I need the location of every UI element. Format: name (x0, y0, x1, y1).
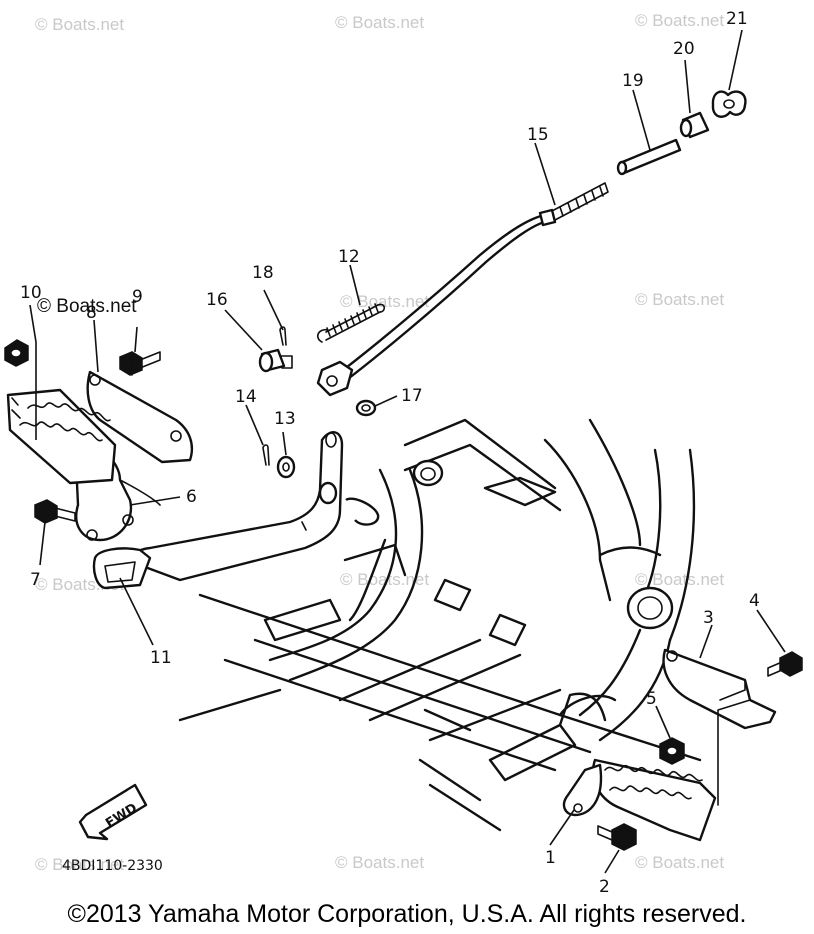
watermark-dark: © Boats.net (37, 296, 137, 317)
nut-10 (4, 339, 29, 367)
watermark-top-right: © Boats.net (635, 11, 724, 30)
callout-9: 9 (132, 287, 143, 307)
callout-16: 16 (206, 290, 228, 310)
brake-rod (328, 182, 609, 390)
callout-4: 4 (749, 591, 760, 611)
joint-part (679, 111, 710, 139)
watermarks: © Boats.net © Boats.net © Boats.net © Bo… (35, 11, 724, 874)
fwd-arrow-icon: FWD (78, 783, 148, 841)
copyright-notice: ©2013 Yamaha Motor Corporation, U.S.A. A… (67, 900, 747, 928)
washer-13-part (276, 455, 296, 479)
watermark-bottom-left: © Boats.net (35, 855, 124, 874)
callout-1: 1 (545, 848, 556, 868)
cotter-pin-part (279, 326, 287, 346)
callout-20: 20 (673, 39, 695, 59)
wing-nut-part (711, 90, 747, 118)
callout-15: 15 (527, 125, 549, 145)
watermark-low-right: © Boats.net (635, 570, 724, 589)
callout-17: 17 (401, 386, 423, 406)
callout-21: 21 (726, 9, 748, 29)
callout-14: 14 (235, 387, 257, 407)
callout-18: 18 (252, 263, 274, 283)
bolt-2 (597, 823, 637, 851)
watermark-bottom-right: © Boats.net (635, 853, 724, 872)
callout-6: 6 (186, 487, 197, 507)
clevis-part (316, 360, 354, 397)
pin-part (616, 138, 682, 176)
callout-numbers: 15 19 20 21 12 18 16 17 14 13 10 8 9 6 7… (20, 9, 760, 897)
callout-7: 7 (30, 570, 41, 590)
brake-pedal-part (92, 431, 380, 590)
callout-13: 13 (274, 409, 296, 429)
callout-19: 19 (622, 71, 644, 91)
bolt-9 (119, 351, 161, 376)
callout-11: 11 (150, 648, 172, 668)
callout-8: 8 (86, 303, 97, 323)
diagram-code: 4BDI110-2330 (62, 858, 163, 874)
watermark-mid-right: © Boats.net (635, 290, 724, 309)
callout-12: 12 (338, 247, 360, 267)
leader-lines (29, 29, 786, 874)
watermark-top-left: © Boats.net (35, 15, 124, 34)
nut-5 (659, 737, 685, 765)
bolt-4 (767, 651, 803, 677)
watermark-bottom-center: © Boats.net (335, 853, 424, 872)
frame-drawing (178, 418, 702, 832)
clevis-pin-part (258, 348, 293, 373)
callout-5: 5 (646, 689, 657, 709)
footpeg-right (562, 758, 717, 842)
bolt-7 (34, 499, 76, 524)
callout-10: 10 (20, 283, 42, 303)
watermark-top-center: © Boats.net (335, 13, 424, 32)
spring-part (316, 303, 386, 343)
footpeg-left (6, 388, 117, 485)
callout-2: 2 (599, 877, 610, 897)
washer-17-part (355, 399, 377, 417)
cotter-pin-small-part (262, 444, 270, 466)
watermark-low-center: © Boats.net (340, 570, 429, 589)
footrest-bracket-right (662, 648, 777, 806)
callout-3: 3 (703, 608, 714, 628)
watermark-mid-center: © Boats.net (340, 292, 429, 311)
